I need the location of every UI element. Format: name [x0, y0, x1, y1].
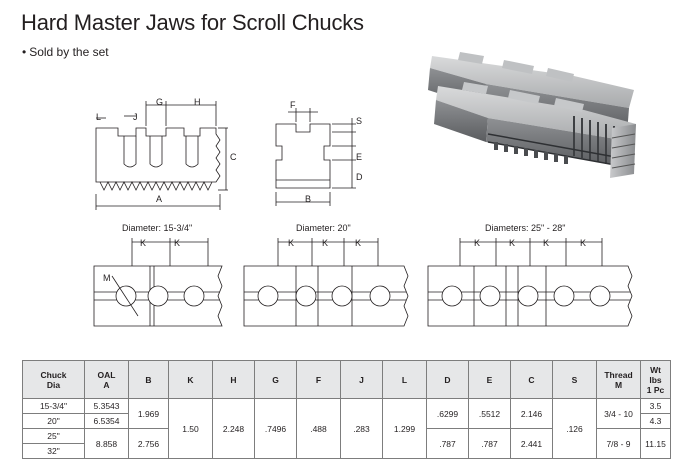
cell-thread: 3/4 - 10	[596, 398, 641, 429]
cell-oal: 8.858	[84, 428, 129, 459]
cell-k: 1.50	[168, 398, 213, 459]
sold-by-set-note: •Sold by the set	[22, 45, 109, 59]
k-label-3d: K	[580, 238, 587, 248]
cell-dia: 32"	[22, 443, 85, 459]
col-header-l: L	[382, 360, 427, 399]
cell-oal: 5.3543	[84, 398, 129, 414]
diameter-label-3: Diameters: 25" - 28"	[485, 223, 566, 233]
cell-b: 2.756	[128, 428, 169, 459]
bullet-dot: •	[22, 45, 27, 59]
k-label-2c: K	[355, 238, 362, 248]
dim-label-g: G	[156, 97, 164, 107]
dim-label-c: C	[230, 152, 237, 162]
cell-wt: 4.3	[640, 413, 671, 429]
col-header-g: G	[254, 360, 297, 399]
dim-label-e: E	[356, 152, 363, 162]
cell-c: 2.146	[510, 398, 553, 429]
col-header-f: F	[296, 360, 341, 399]
k-label-1a: K	[140, 238, 147, 248]
top-view-20	[243, 238, 409, 327]
k-label-2a: K	[288, 238, 295, 248]
k-label-1b: K	[174, 238, 181, 248]
cell-thread: 7/8 - 9	[596, 428, 641, 459]
cell-oal: 6.5354	[84, 413, 129, 429]
k-label-3a: K	[474, 238, 481, 248]
cell-c: 2.441	[510, 428, 553, 459]
sold-by-set-text: Sold by the set	[29, 45, 109, 59]
cell-wt: 3.5	[640, 398, 671, 414]
front-view-drawing	[95, 101, 228, 210]
col-header-s: S	[552, 360, 597, 399]
master-jaws-photo	[428, 52, 636, 178]
dim-label-h: H	[194, 97, 201, 107]
cell-d: .787	[426, 428, 469, 459]
cell-s: .126	[552, 398, 597, 459]
cell-f: .488	[296, 398, 341, 459]
dim-label-s: S	[356, 116, 363, 126]
dim-label-d: D	[356, 172, 363, 182]
cell-dia: 25"	[22, 428, 85, 444]
dim-label-b: B	[305, 194, 312, 204]
col-header-d: D	[426, 360, 469, 399]
cell-h: 2.248	[212, 398, 255, 459]
table-row: 32"	[22, 443, 671, 459]
top-view-25-28	[427, 238, 633, 327]
col-header-c: C	[510, 360, 553, 399]
col-header-k: K	[168, 360, 213, 399]
top-view-15-75	[93, 238, 223, 327]
dim-label-a: A	[156, 194, 163, 204]
col-header-b: B	[128, 360, 169, 399]
col-header-j: J	[340, 360, 383, 399]
cell-wt: 11.15	[640, 428, 671, 459]
cell-g: .7496	[254, 398, 297, 459]
dim-label-f: F	[290, 100, 296, 110]
table-row: 25" 8.858 2.756 .787 .787 2.441 7/8 - 9 …	[22, 428, 671, 459]
k-label-2b: K	[322, 238, 329, 248]
cell-l: 1.299	[382, 398, 427, 459]
cell-dia: 20"	[22, 413, 85, 429]
diameter-label-1: Diameter: 15-3/4"	[122, 223, 193, 233]
cell-dia: 15-3/4"	[22, 398, 85, 414]
cell-e: .5512	[468, 398, 511, 429]
k-label-3c: K	[543, 238, 550, 248]
diameter-label-2: Diameter: 20"	[296, 223, 351, 233]
col-header-e: E	[468, 360, 511, 399]
side-view-drawing	[275, 108, 356, 206]
cell-d: .6299	[426, 398, 469, 429]
cell-j: .283	[340, 398, 383, 459]
table-row: 15-3/4" 5.3543 1.969 1.50 2.248 .7496 .4…	[22, 398, 671, 459]
dim-label-j: J	[133, 112, 138, 122]
page-title: Hard Master Jaws for Scroll Chucks	[21, 10, 364, 35]
cell-b: 1.969	[128, 398, 169, 429]
m-label: M	[103, 273, 111, 283]
cell-e: .787	[468, 428, 511, 459]
col-header-h: H	[212, 360, 255, 399]
dim-label-l: L	[96, 112, 102, 122]
k-label-3b: K	[509, 238, 516, 248]
table-row: 20" 6.5354 4.3	[22, 413, 671, 429]
